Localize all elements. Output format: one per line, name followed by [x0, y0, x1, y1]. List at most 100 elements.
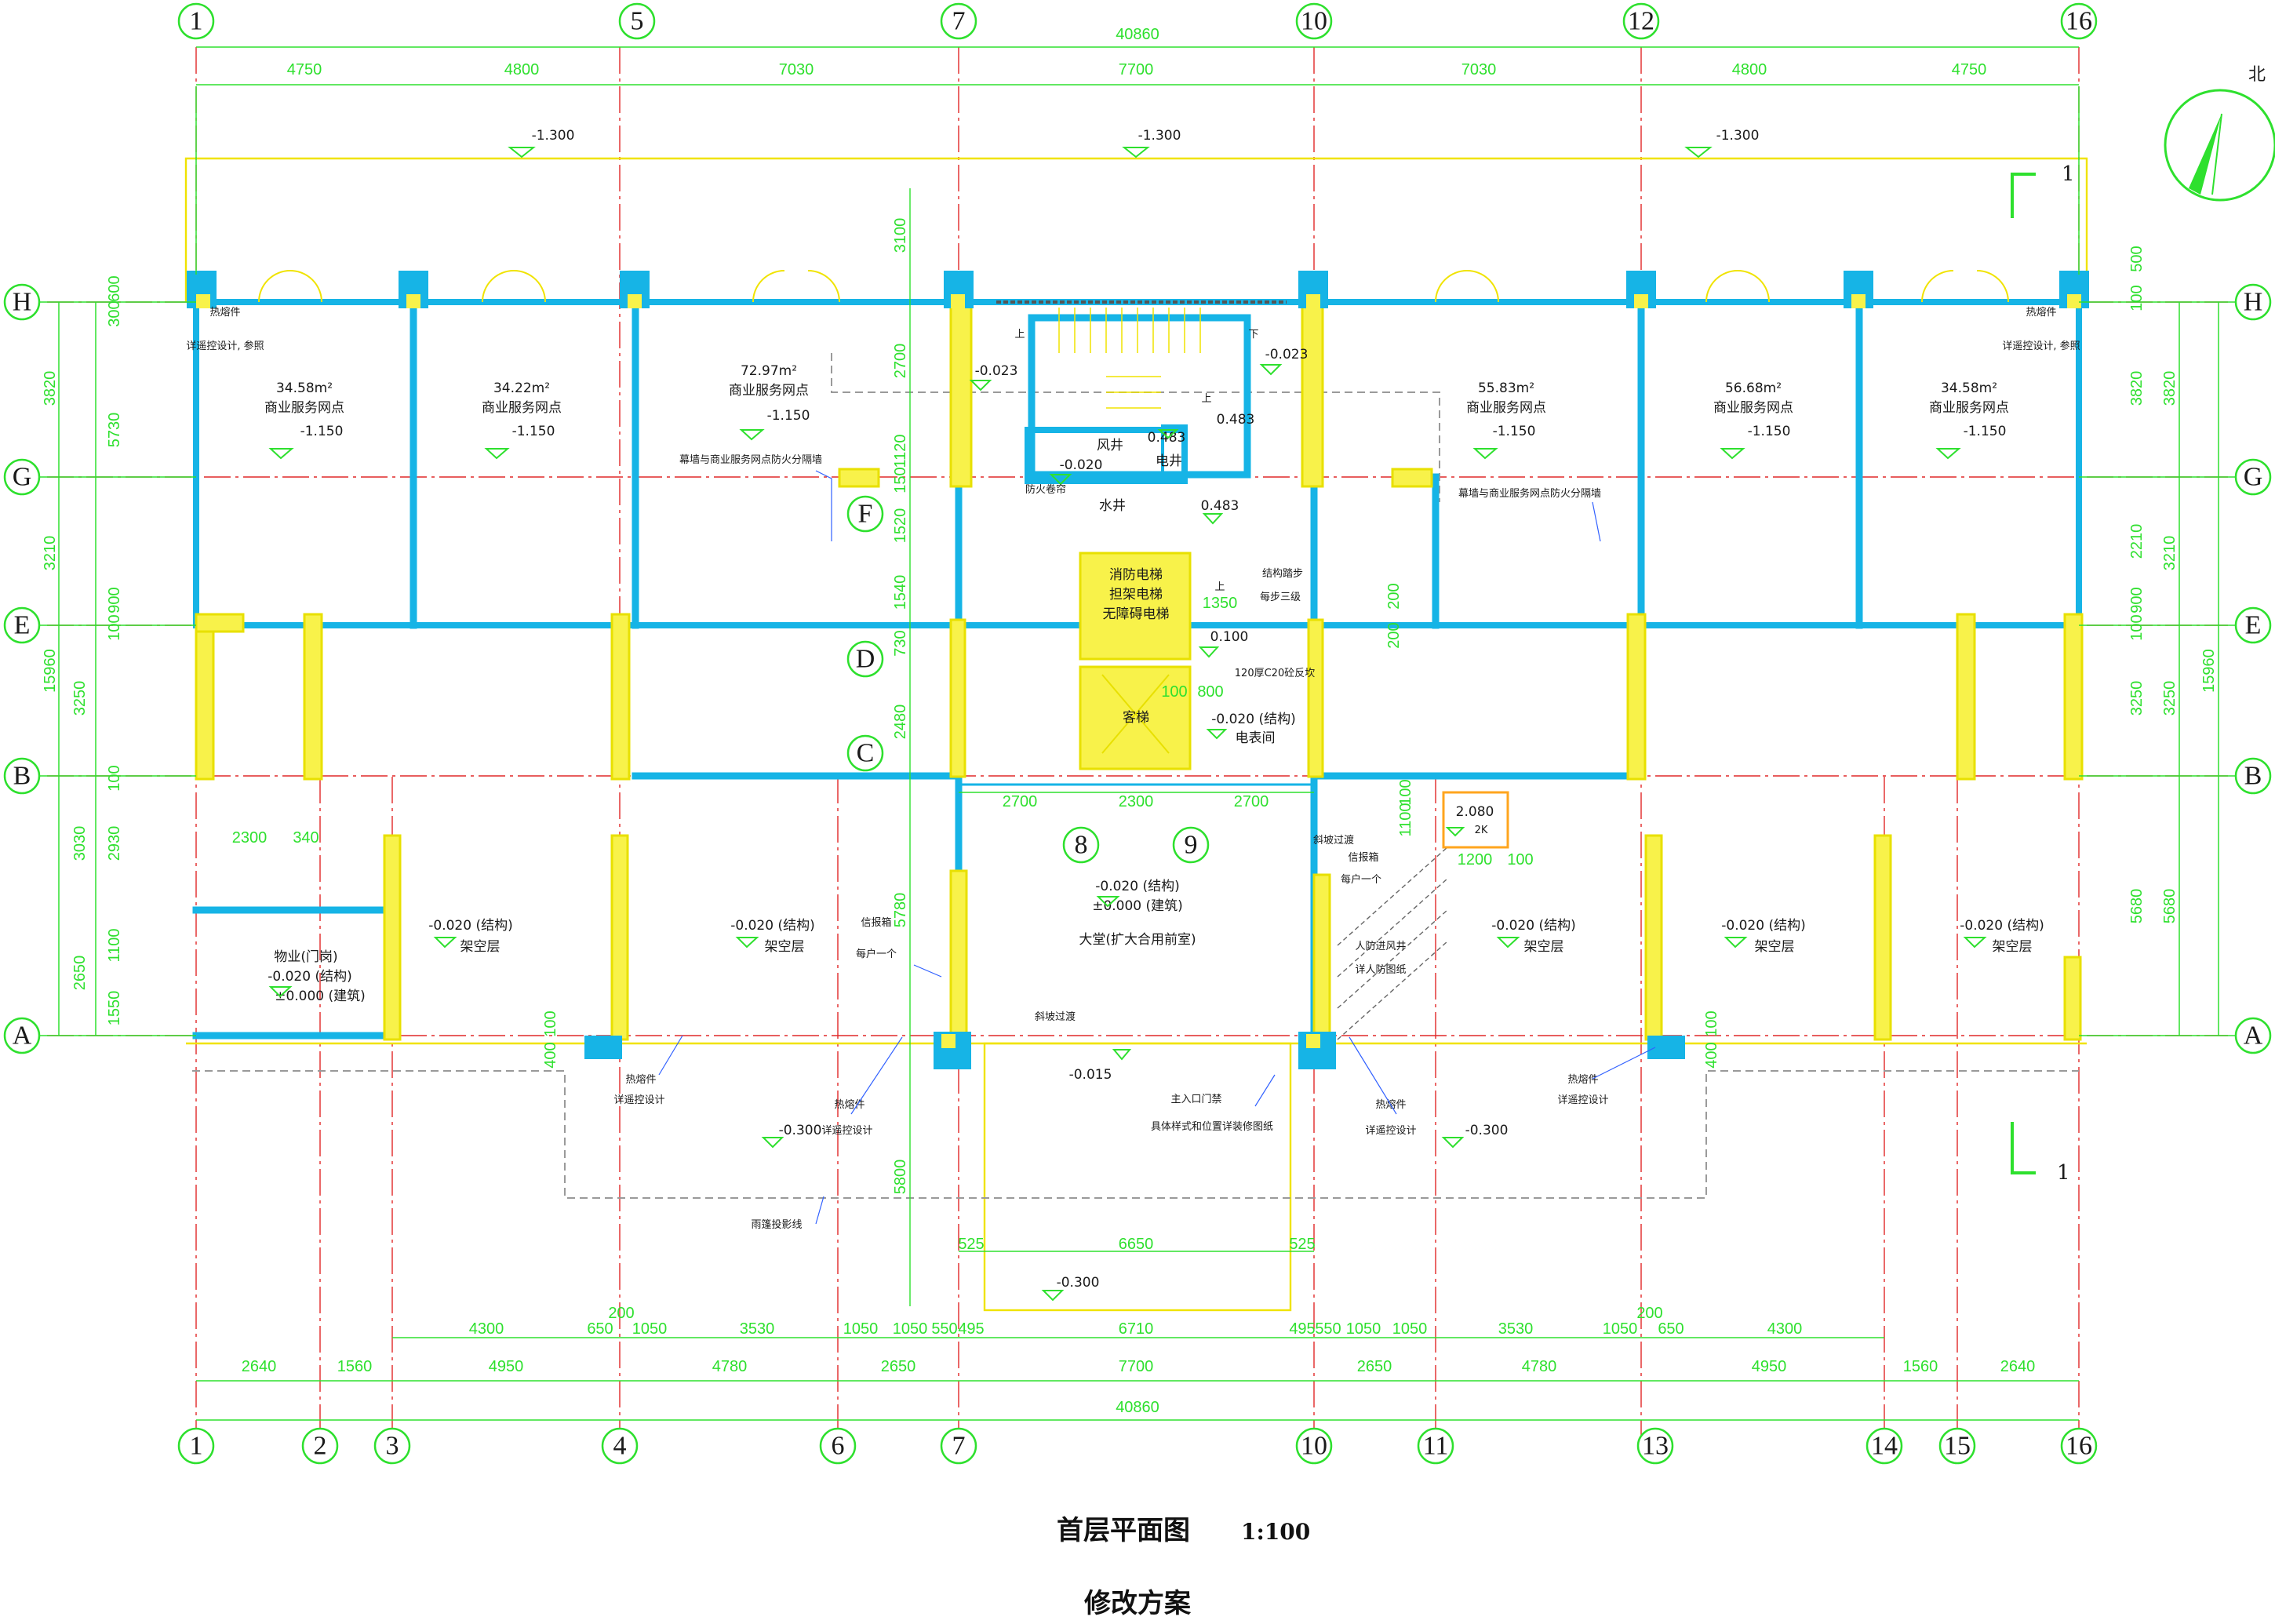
dim-left: 3210: [42, 536, 59, 571]
dim-misc: 340: [293, 829, 318, 847]
dim-left-detail: 300: [106, 300, 123, 326]
note-heat: 热熔件: [209, 307, 240, 319]
dim-bottom-seg: 200: [608, 1305, 634, 1322]
axis-label: 10: [1301, 1432, 1327, 1461]
axis-label: 9: [1185, 831, 1198, 860]
room-area: 55.83m²: [1478, 381, 1534, 396]
axis-bubble: [373, 1427, 411, 1465]
property-elev: ±0.000 (建筑): [275, 989, 366, 1004]
dim-left-detail: 900: [106, 587, 123, 613]
axis-bubble: [846, 734, 884, 772]
note-partition: 幕墙与商业服务网点防火分隔墙: [679, 453, 822, 466]
dim-left-detail: 100: [106, 765, 123, 791]
room-elev: -1.150: [300, 424, 344, 439]
axis-label: 14: [1871, 1432, 1898, 1461]
axis-label: 7: [952, 1432, 966, 1461]
room-name: 商业服务网点: [264, 400, 344, 416]
section-mark-label: 1: [2057, 1161, 2070, 1185]
dim-bottom-seg: 1050: [843, 1320, 879, 1338]
property-name: 物业(门岗): [274, 949, 337, 965]
axis-label: 16: [2066, 1432, 2092, 1461]
title-scale: 1:100: [1241, 1519, 1310, 1545]
axis-label: 5: [631, 7, 644, 36]
dim-bottom-seg: 650: [587, 1320, 613, 1338]
elev-stair-right: -0.023: [1265, 347, 1309, 362]
dim-bottom-seg2: 1560: [1903, 1358, 1938, 1375]
dim-misc: 400: [1703, 1042, 1720, 1068]
axis-label: G: [13, 463, 32, 492]
note-steps2: 每步三级: [1260, 591, 1301, 603]
leader-lines: [658, 470, 1656, 1225]
room-elev: -1.150: [1493, 424, 1536, 439]
dim-bottom-seg: 4300: [469, 1320, 504, 1338]
note-up: 上: [1014, 329, 1025, 340]
dim-bottom-seg2: 4780: [712, 1358, 748, 1375]
dim-misc: 800: [1197, 683, 1223, 701]
shear-walls: [195, 297, 2084, 1045]
dim-bottom-seg: 3530: [740, 1320, 775, 1338]
dim-bottom-total: 40860: [1116, 1399, 1159, 1416]
dim-top-seg: 7030: [1461, 61, 1497, 78]
dim-core-h: 525: [1289, 1236, 1315, 1253]
note-partition: 幕墙与商业服务网点防火分隔墙: [1458, 487, 1601, 500]
note-mailbox: 信报箱: [861, 916, 891, 929]
dim-right: 3820: [2128, 371, 2146, 406]
note-down: 下: [1248, 329, 1258, 340]
lobby-elev: -0.020 (结构): [1095, 879, 1179, 894]
axis-label: H: [13, 288, 32, 317]
note-mailbox: 信报箱: [1348, 851, 1378, 864]
dim-misc: 100: [1161, 683, 1187, 701]
overhead-label: 架空层: [1993, 939, 2033, 955]
dim-left-detail: 2930: [106, 826, 123, 861]
title-subtitle: 修改方案: [1083, 1588, 1192, 1619]
note-gate2: 具体样式和位置详装修图纸: [1151, 1121, 1273, 1133]
dim-right: 5680: [2161, 889, 2179, 924]
shop-labels: 34.58m² 商业服务网点 -1.150 34.22m² 商业服务网点 -1.…: [264, 363, 2009, 460]
dim-misc: 200: [1385, 583, 1403, 609]
axis-label: A: [2244, 1021, 2263, 1051]
stair: [1058, 308, 1201, 409]
passenger-lift: 客梯: [1123, 710, 1149, 726]
elev-core-e: 0.100: [1210, 629, 1249, 645]
axis-bubble: [819, 1427, 857, 1465]
dim-misc: 100: [1703, 1010, 1720, 1036]
overhead-label: 架空层: [765, 939, 805, 955]
axis-label: 8: [1075, 831, 1088, 860]
elec-shaft: 电井: [1156, 453, 1182, 469]
dim-top-seg: 4800: [504, 61, 540, 78]
note-heat: 详遥控设计, 参照: [2002, 340, 2080, 352]
dim-bottom-seg: 1050: [1603, 1320, 1638, 1338]
axis-bubble: [1295, 1427, 1333, 1465]
dim-bottom-seg: 1050: [1392, 1320, 1428, 1338]
dim-core-h: 2300: [1119, 793, 1154, 810]
dim-bottom-seg2: 2650: [1357, 1358, 1392, 1375]
axis-label: 10: [1301, 7, 1327, 36]
axis-label: 12: [1628, 7, 1654, 36]
dim-right-detail: 500: [2128, 246, 2146, 271]
note-heat: 详遥控设计: [821, 1125, 872, 1137]
elev-core-b: 0.483: [1148, 430, 1186, 446]
note-heat: 热熔件: [834, 1099, 864, 1111]
note-up: 上: [1214, 581, 1225, 593]
axis-bubble: [940, 2, 977, 40]
columns: [187, 271, 2089, 1069]
axis-label: 1: [190, 1432, 203, 1461]
axis-bubble: [2234, 1017, 2272, 1054]
elev-stair-left: -0.023: [975, 363, 1018, 379]
storefront-doors: [258, 270, 2009, 303]
axis-label: B: [2244, 762, 2262, 791]
dim-right-total: 15960: [2200, 649, 2218, 693]
dim-misc: 1100: [1397, 803, 1414, 836]
dim-core-h: 525: [958, 1236, 984, 1253]
axis-label: 11: [1423, 1432, 1449, 1461]
dim-bottom-seg: 650: [1658, 1320, 1684, 1338]
room-area: 34.22m²: [493, 381, 550, 396]
overhead-elev: -0.020 (结构): [730, 918, 814, 934]
dim-top-seg: 4750: [1952, 61, 1987, 78]
dim-left: 3030: [71, 826, 89, 861]
axis-bubble: [1636, 1427, 1674, 1465]
dim-misc: 400: [542, 1042, 559, 1068]
axis-label: E: [14, 611, 31, 640]
right-dimension-texts: 3820 3210 3250 5680 15960 500 100 3820 2…: [2128, 246, 2218, 923]
elev-out-left: -0.300: [779, 1123, 822, 1138]
